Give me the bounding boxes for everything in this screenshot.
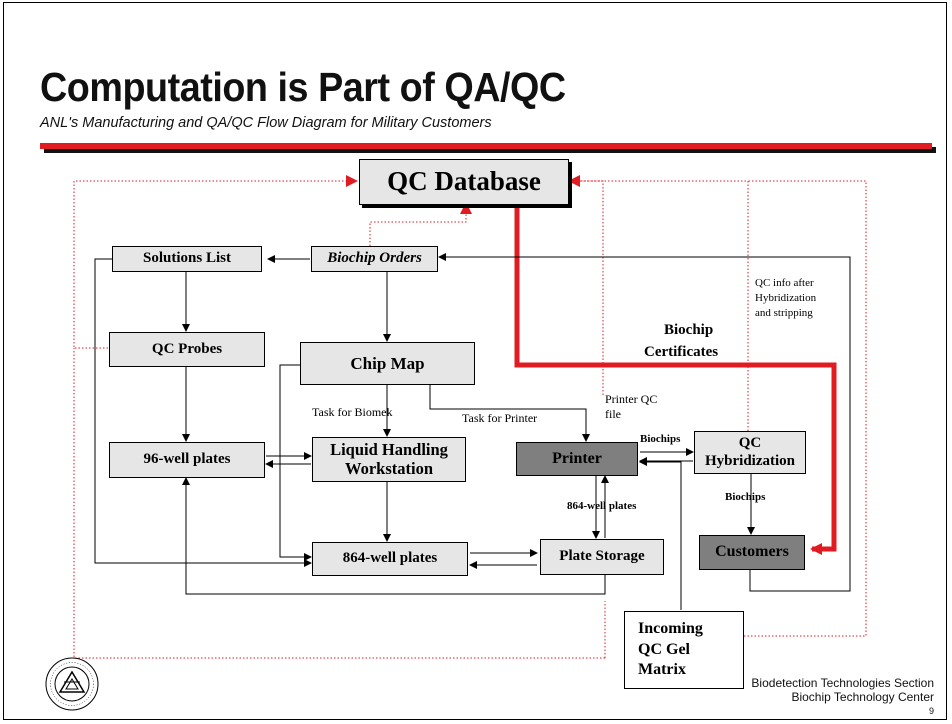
qc-info-label-line1: QC info after [755,277,814,289]
title-rule [40,143,932,149]
printer-qc-file-label-line1: Printer QC [605,392,658,406]
slide-title: Computation is Part of QA/QC [40,64,566,110]
qc-hybridization-label-line2: Hybridization [704,452,795,469]
liquid-handling-label-line2: Workstation [344,458,433,478]
qc-database-label: QC Database [387,166,541,197]
chip-map-label: Chip Map [350,353,425,373]
title-rule-shadow [44,147,936,153]
qc-info-label-line2: Hybridization [755,292,817,304]
well-864-plates-box: 864-well plates [312,542,468,576]
qc-hybridization-label-line1: QC [738,435,762,452]
qc-probes-label: QC Probes [151,340,223,357]
qc-database-box: QC Database [359,159,569,205]
qc-info-label-line3: and stripping [755,307,813,319]
liquid-handling-label-line1: Liquid Handling [330,439,448,459]
printer-box: Printer [516,442,638,476]
task-for-printer-label: Task for Printer [462,411,538,425]
incoming-label-line1: Incoming [638,619,703,637]
task-for-biomek-label: Task for Biomek [312,405,393,419]
customers-label: Customers [715,543,789,561]
argonne-seal-logo [45,657,99,711]
solutions-list-label: Solutions List [143,250,231,267]
slide-frame [3,2,947,720]
well-864-plates-label: 864-well plates [342,550,438,567]
footer-line1: Biodetection Technologies Section [751,676,934,690]
page-number: 9 [928,706,934,716]
liquid-handling-box: Liquid Handling Workstation [312,437,466,482]
slide-subtitle: ANL's Manufacturing and QA/QC Flow Diagr… [40,115,492,131]
biochip-orders-label: Biochip Orders [327,250,422,267]
plate-storage-box: Plate Storage [540,539,664,575]
qc-probes-box: QC Probes [109,332,265,367]
incoming-label-line3: Matrix [638,661,686,679]
biochips-label-hybridization: Biochips [725,491,766,503]
printer-label: Printer [552,449,602,467]
qc-hybridization-box: QC Hybridization [694,431,806,474]
footer-line2: Biochip Technology Center [791,690,934,704]
well-864-transfer-label: 864-well plates [567,500,637,512]
chip-map-box: Chip Map [300,342,475,385]
biochip-certificates-path [514,203,837,555]
well-96-plates-label: 96-well plates [143,451,231,468]
dotted-red-feedback-lines [73,175,867,659]
incoming-label-line2: QC Gel [638,640,690,658]
biochip-certificates-label-line2: Certificates [644,344,719,360]
incoming-qc-gel-matrix-box: Incoming QC Gel Matrix [624,611,744,689]
well-96-plates-box: 96-well plates [109,442,265,478]
customers-box: Customers [699,535,805,570]
plate-storage-label: Plate Storage [559,548,645,565]
biochip-certificates-label-line1: Biochip [664,322,714,338]
printer-qc-file-label-line2: file [605,407,621,421]
black-flow-lines [94,253,851,610]
biochips-label-printer: Biochips [640,433,681,445]
solutions-list-box: Solutions List [112,246,262,272]
biochip-orders-box: Biochip Orders [311,246,438,272]
